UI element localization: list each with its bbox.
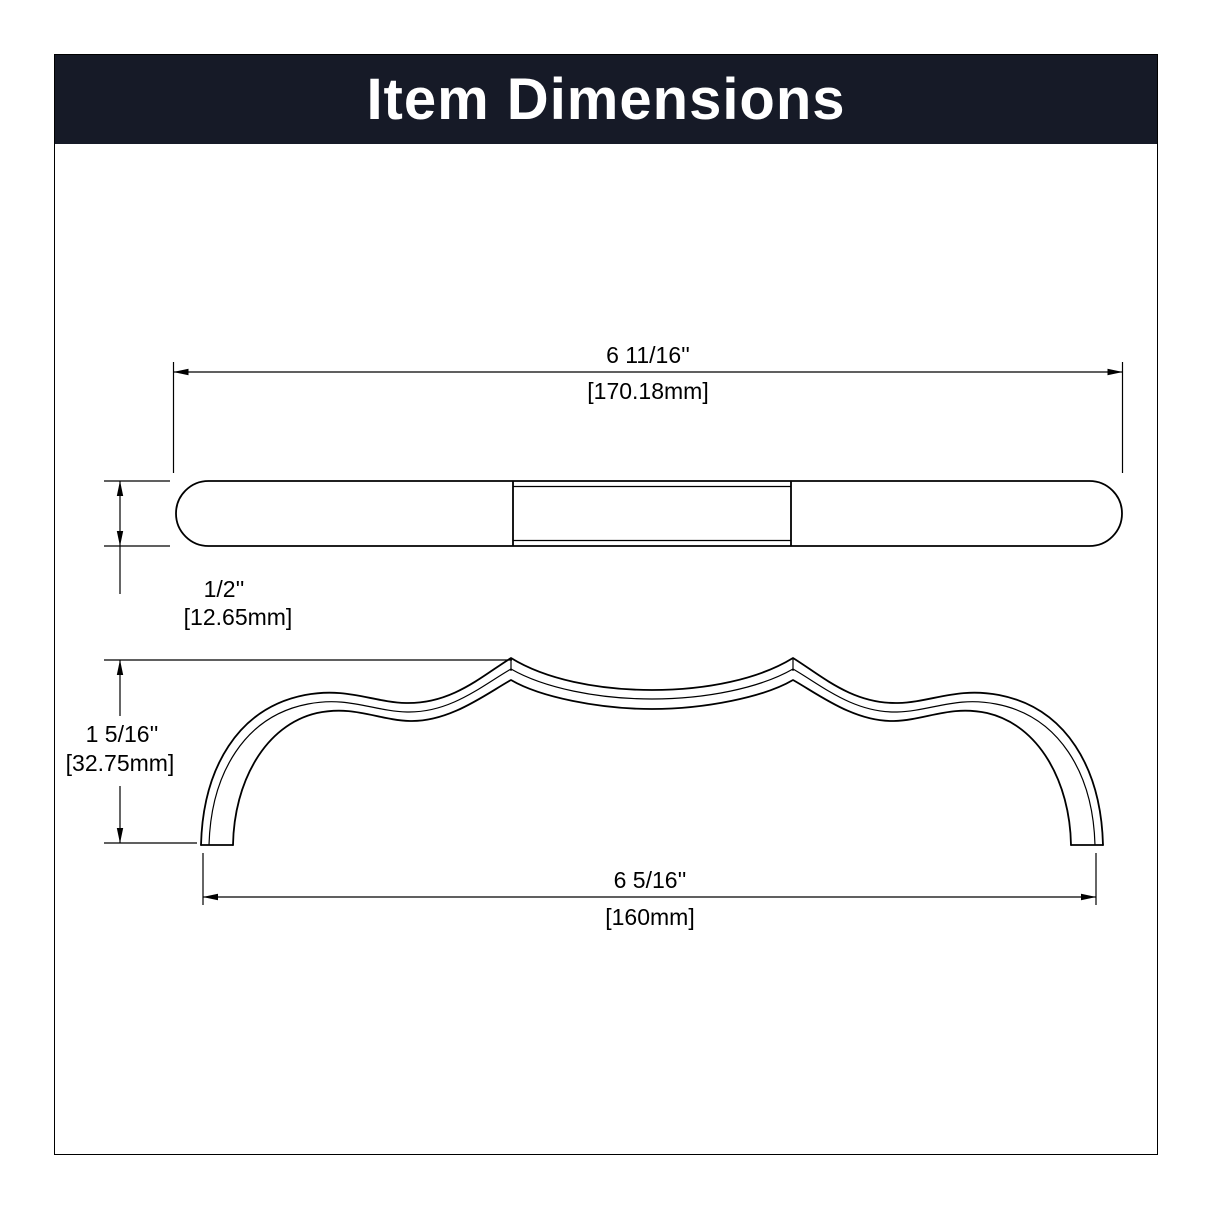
front-height-inches-label: 1 5/16'' — [86, 721, 159, 747]
thickness-dimension: 1/2'' [12.65mm] — [104, 480, 293, 630]
top-width-inches-label: 6 11/16'' — [606, 342, 690, 368]
front-height-dimension: 1 5/16'' [32.75mm] — [66, 659, 512, 844]
top-view-drawing — [175, 480, 1123, 547]
top-view-outline — [175, 480, 1123, 547]
header-bar: Item Dimensions — [55, 55, 1157, 144]
thickness-mm-label: [12.65mm] — [184, 604, 293, 630]
front-width-dimension: 6 5/16'' [160mm] — [202, 853, 1097, 930]
top-width-mm-label: [170.18mm] — [587, 378, 708, 404]
page-title: Item Dimensions — [366, 66, 846, 132]
top-width-dimension: 6 11/16'' [170.18mm] — [172, 342, 1124, 473]
front-view-inner-edge — [232, 679, 1072, 846]
front-width-inches-label: 6 5/16'' — [614, 867, 687, 893]
front-view-contour-line — [208, 668, 1096, 846]
front-view-drawing — [200, 657, 1104, 846]
front-view-outer-edge — [200, 657, 1104, 846]
front-height-mm-label: [32.75mm] — [66, 750, 175, 776]
front-width-mm-label: [160mm] — [605, 904, 694, 930]
thickness-inches-label: 1/2'' — [204, 576, 245, 602]
page-frame: Item Dimensions — [54, 54, 1158, 1155]
